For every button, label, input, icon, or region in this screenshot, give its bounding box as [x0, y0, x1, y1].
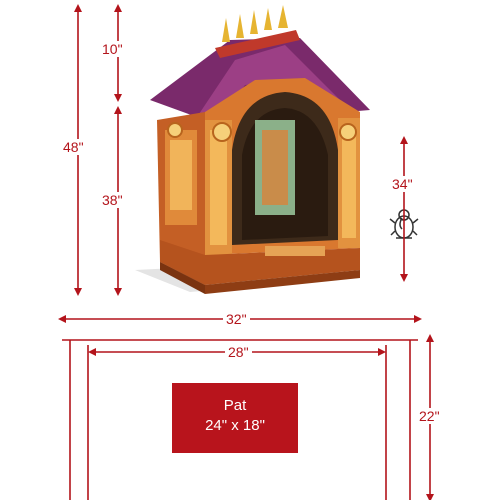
- roof-finials: [222, 5, 288, 42]
- total-height-label: 48": [62, 139, 85, 155]
- width-label: 32": [223, 311, 250, 327]
- temple-illustration: [135, 5, 370, 294]
- base-width-label: 28": [225, 344, 252, 360]
- base-depth-label: 22": [418, 408, 441, 424]
- pat-size: 24" x 18": [205, 417, 265, 434]
- base-outline: [62, 339, 418, 500]
- inner-height-label: 34": [391, 176, 414, 192]
- roof-height-label: 10": [101, 41, 124, 57]
- body-height-label: 38": [101, 192, 124, 208]
- pat-title: Pat: [223, 397, 247, 414]
- pat-box: Pat 24" x 18": [172, 383, 298, 453]
